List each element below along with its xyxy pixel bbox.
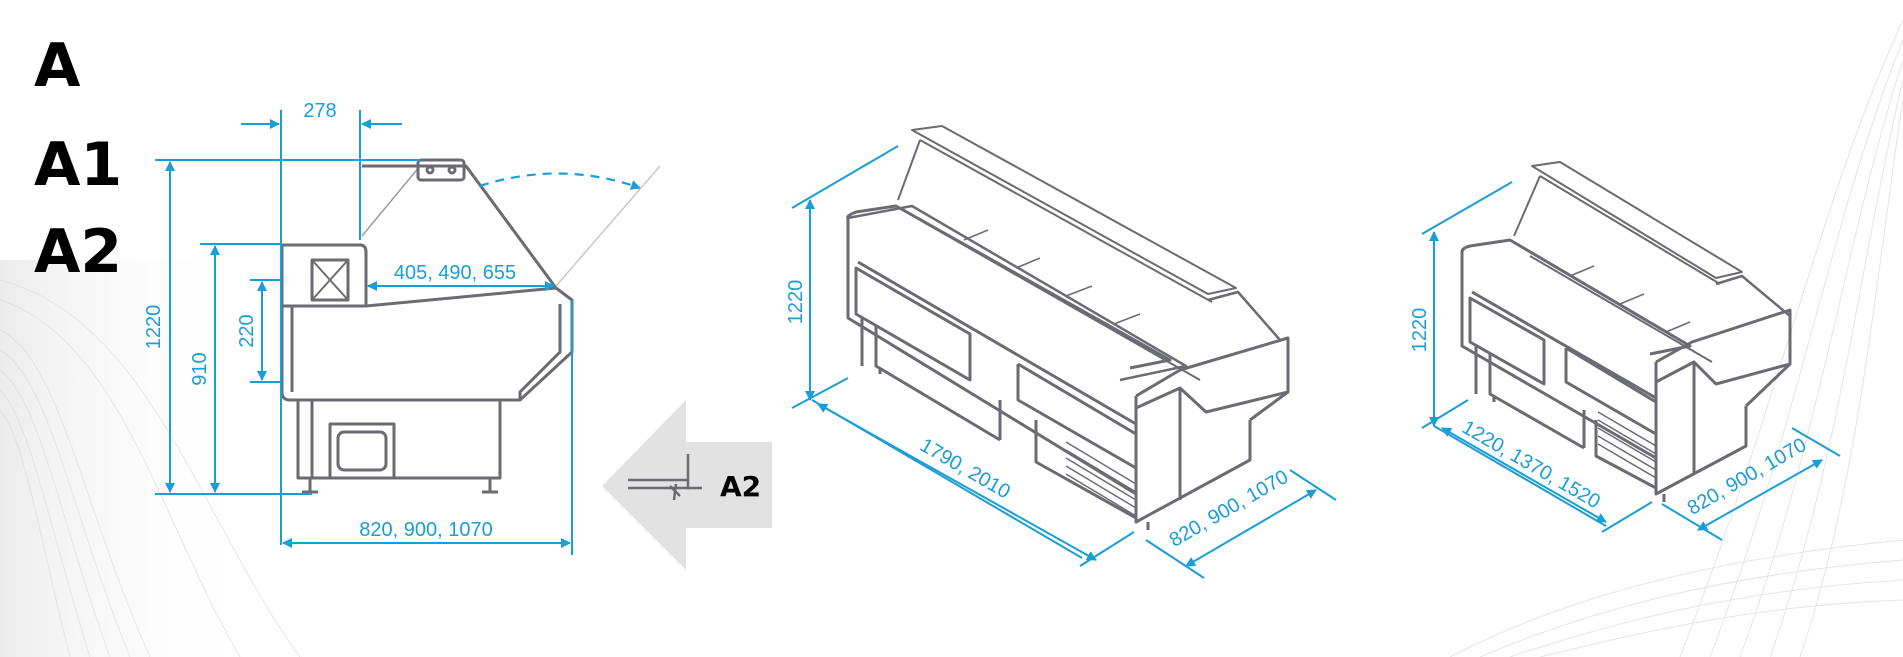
side-view-outline xyxy=(280,158,574,494)
short-iso-dimensions xyxy=(1421,181,1841,541)
long-iso-height-dim: 1220 xyxy=(785,280,807,325)
variant-label-a2: A2 xyxy=(34,217,123,287)
background-waves xyxy=(0,19,1903,657)
side-shelf-height-dim: 220 xyxy=(236,314,258,347)
short-iso-outline xyxy=(1460,161,1792,502)
side-view: 278 405, 490, 655 1220 910 220 820, 900,… xyxy=(143,100,661,555)
a2-callout-label: A2 xyxy=(720,470,761,503)
side-view-dimensions xyxy=(155,110,573,555)
long-iso-outline xyxy=(846,125,1290,530)
short-isometric-view: 1220 1220, 1370, 1520 820, 900, 1070 xyxy=(1409,161,1841,541)
long-isometric-view: 1220 1790, 2010 820, 900, 1070 xyxy=(785,125,1337,579)
a2-callout: A2 xyxy=(602,400,772,570)
background-fade xyxy=(0,260,260,657)
side-top-dim: 278 xyxy=(303,100,336,122)
glass-open-line xyxy=(555,165,661,287)
variant-label-a1: A1 xyxy=(34,130,123,200)
variant-label-a: A xyxy=(34,31,81,101)
side-total-height-dim: 1220 xyxy=(143,305,165,350)
glass-opening-arc xyxy=(479,172,641,190)
side-width-dim: 820, 900, 1070 xyxy=(359,519,492,541)
a2-detail-icon xyxy=(628,454,702,501)
long-iso-dimensions xyxy=(791,145,1337,579)
long-iso-depth-dim: 820, 900, 1070 xyxy=(1166,466,1293,552)
short-iso-height-dim: 1220 xyxy=(1409,308,1431,353)
side-counter-height-dim: 910 xyxy=(189,352,211,385)
side-surface-dim: 405, 490, 655 xyxy=(394,262,516,284)
short-iso-length-dim: 1220, 1370, 1520 xyxy=(1458,416,1604,513)
